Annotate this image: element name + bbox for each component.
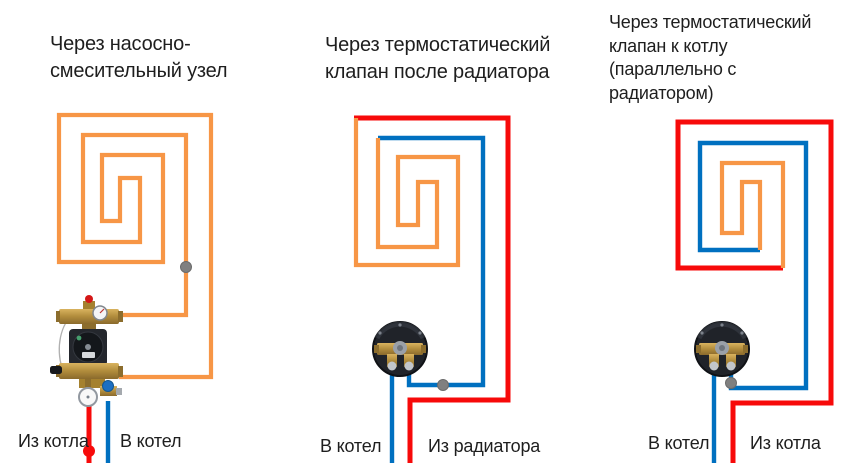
panel1-title-line1: Через насосно- <box>50 33 191 55</box>
bottom-manifold-flange-right <box>118 366 123 377</box>
panel1-floor-loop-pipe <box>56 112 214 380</box>
balancing-valve-handle <box>50 366 62 374</box>
thermostatic-valve-box <box>695 322 749 376</box>
panel3-label-from-boiler: Из котла <box>750 433 821 453</box>
thermometer-stem <box>85 379 91 388</box>
gauge-needle <box>99 308 105 314</box>
panel2-label-to-boiler: В котел <box>320 436 382 456</box>
pump-label <box>82 352 95 358</box>
panel2-title: Через термостатический клапан после ради… <box>325 32 550 86</box>
panel3-sensor-dot <box>725 377 737 389</box>
bottom-manifold <box>59 363 119 379</box>
top-riser <box>83 301 95 310</box>
pump-coupling <box>82 324 96 329</box>
panel2-return-to-valve-pipe <box>378 135 486 388</box>
panel1-title-line2: смесительный узел <box>50 60 228 82</box>
panel3-title-line3: (параллельно с <box>609 59 737 79</box>
panel3-from-boiler-pipe <box>675 119 834 463</box>
drain-valve-outlet <box>116 388 122 395</box>
panel3-floor-loop-pipe <box>719 160 786 268</box>
panel2-title-line2: клапан после радиатора <box>325 61 550 83</box>
panel3-title-line2: клапан к котлу <box>609 35 728 56</box>
top-manifold-flange-right <box>118 311 123 322</box>
panel1-title: Через насосно- смесительный узел <box>50 31 228 85</box>
drain-valve-blue-handle <box>102 380 114 392</box>
pump-screw <box>85 344 91 350</box>
panel3-label-to-boiler: В котел <box>648 433 710 453</box>
panel2-title-line1: Через термостатический <box>325 34 551 56</box>
panel1-sensor-dot <box>180 261 192 273</box>
panel1-label-to-boiler: В котел <box>120 431 182 451</box>
top-manifold-flange-left <box>56 311 60 322</box>
panel3-title: Через термостатический клапан к котлу (п… <box>609 11 811 105</box>
panel1-pipe-ball-fitting <box>83 445 95 457</box>
thermometer-pivot <box>86 395 90 399</box>
pump-logo <box>76 335 82 341</box>
panel2-label-from-radiator: Из радиатора <box>428 436 541 456</box>
pump-mixing-unit <box>50 295 123 407</box>
panel2-from-radiator-pipe <box>354 115 511 463</box>
lower-brass-tee <box>79 379 105 388</box>
safety-valve-red-cap <box>85 295 93 303</box>
panel3-title-line1: Через термостатический <box>609 12 812 32</box>
thermostatic-valve-box <box>373 322 427 376</box>
panel2-floor-loop-pipe <box>353 118 461 268</box>
panel3-title-line4: радиатором) <box>609 82 714 103</box>
panel1-label-from-boiler: Из котла <box>18 431 89 451</box>
top-manifold <box>59 309 119 324</box>
panel2-sensor-dot <box>437 379 449 391</box>
